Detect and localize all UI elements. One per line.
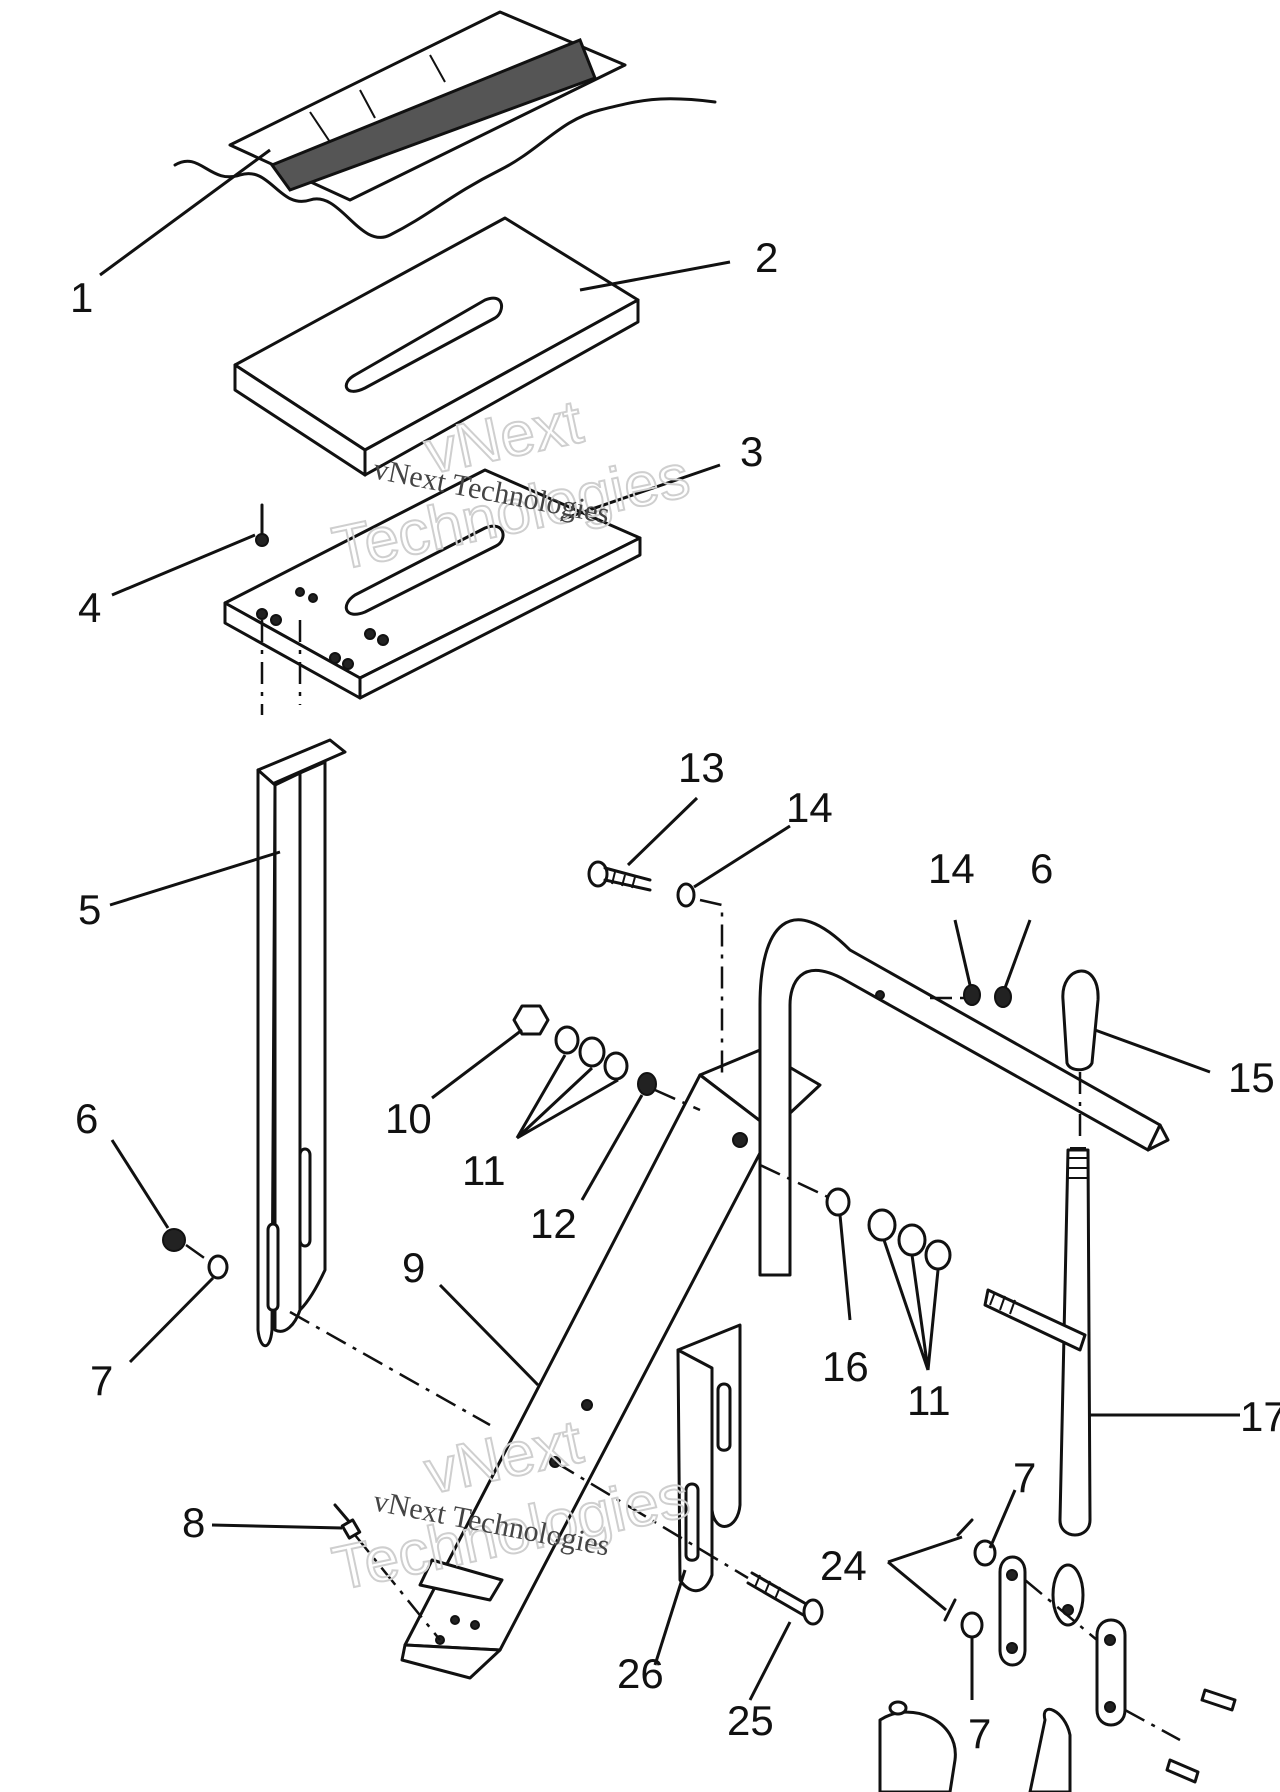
part-15-knob: [1061, 969, 1100, 1140]
callout-9: 9: [402, 1244, 425, 1291]
callout-25: 25: [727, 1697, 774, 1744]
callout-11-right: 11: [907, 1377, 951, 1424]
callout-7-lower-right: 7: [968, 1710, 991, 1757]
part-13-14-bolt-washer: [587, 860, 724, 1075]
part-26-bracket: [676, 1323, 742, 1593]
part-8-fastener: [333, 1503, 441, 1641]
part-16-11-right-hardware: [759, 1163, 1087, 1352]
callout-7-left: 7: [90, 1357, 113, 1404]
part-2-pad: [233, 216, 640, 477]
lever-tube: [758, 918, 1170, 1277]
callout-2: 2: [755, 234, 778, 281]
callout-4: 4: [78, 584, 101, 631]
callout-24: 24: [820, 1542, 867, 1589]
callout-26: 26: [617, 1650, 664, 1697]
callout-15: 15: [1228, 1054, 1275, 1101]
assembly-line-5-9: [289, 1310, 491, 1427]
part-24-7-linkage: [878, 1518, 1237, 1792]
part-10-11-12-hardware-stack: [512, 1004, 701, 1112]
part-14-6-right-hardware: [930, 984, 1012, 1008]
callout-17: 17: [1240, 1393, 1280, 1440]
callout-10: 10: [385, 1095, 432, 1142]
callout-6-left: 6: [75, 1095, 98, 1142]
part-6-7-left-hardware: [162, 1228, 229, 1280]
callout-labels: 1 2 3 4 5 6 6 7 7 7 8 9 10 11 11 12 13 1…: [70, 234, 1280, 1757]
callout-12: 12: [530, 1200, 577, 1247]
callout-13: 13: [678, 744, 725, 791]
callout-16: 16: [822, 1343, 869, 1390]
callout-11-left: 11: [462, 1147, 506, 1194]
part-4-bolt: [255, 503, 269, 547]
part-3-mount-plate: [223, 468, 642, 715]
callout-1: 1: [70, 274, 93, 321]
part-17-shift-rod: [1028, 1147, 1092, 1792]
part-5-bracket: [256, 738, 347, 1348]
callout-6-right: 6: [1030, 845, 1053, 892]
callout-14-left: 14: [786, 784, 833, 831]
callout-5: 5: [78, 886, 101, 933]
part-1-floor-mat: [173, 10, 717, 239]
leader-lines: [99, 148, 1240, 1701]
callout-8: 8: [182, 1499, 205, 1546]
watermark-bottom: vNext Technologies: [326, 1406, 696, 1605]
callout-14-right: 14: [928, 845, 975, 892]
part-25-bolt: [554, 1460, 824, 1626]
callout-7-upper-right: 7: [1013, 1454, 1036, 1501]
callout-3: 3: [740, 428, 763, 475]
